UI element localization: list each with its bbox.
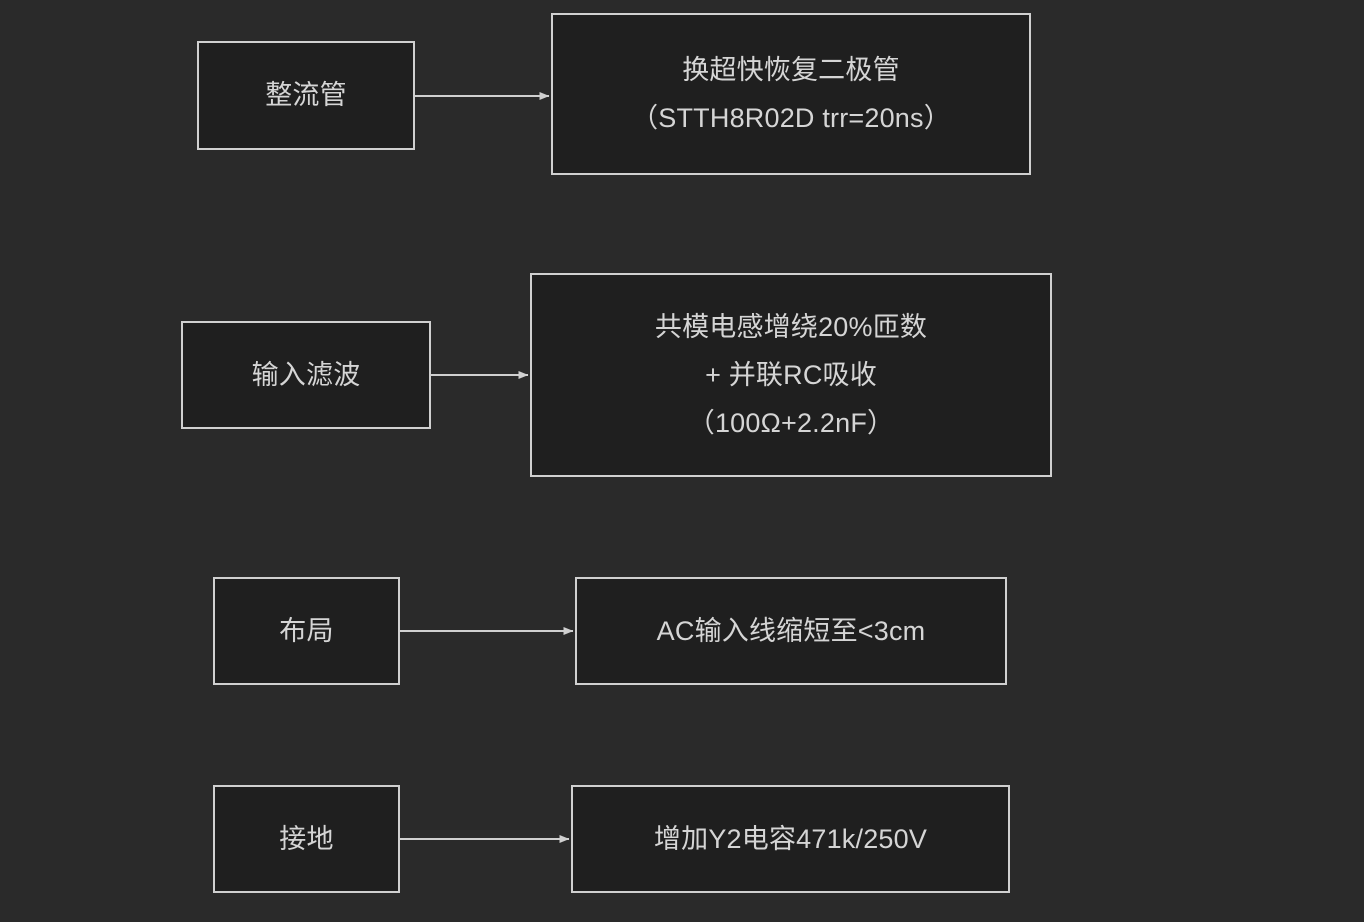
node-target-rectifier-fix[interactable]: 换超快恢复二极管 （STTH8R02D trr=20ns）	[551, 13, 1031, 175]
node-label: 布局	[279, 615, 334, 646]
node-label: 输入滤波	[251, 359, 361, 390]
node-target-layout-fix[interactable]: AC输入线缩短至<3cm	[575, 577, 1007, 685]
node-label: 接地	[279, 823, 334, 854]
node-source-rectifier[interactable]: 整流管	[197, 41, 415, 150]
node-label: AC输入线缩短至<3cm	[656, 615, 926, 646]
node-label: 整流管	[265, 80, 347, 111]
node-label-line: 共模电感增绕20%匝数	[654, 311, 928, 342]
node-target-input-filter-fix[interactable]: 共模电感增绕20%匝数 + 并联RC吸收 （100Ω+2.2nF）	[530, 273, 1052, 477]
node-label-group: 换超快恢复二极管 （STTH8R02D trr=20ns）	[553, 51, 1029, 138]
node-source-layout[interactable]: 布局	[213, 577, 400, 685]
node-target-grounding-fix[interactable]: 增加Y2电容471k/250V	[571, 785, 1010, 893]
node-label-line: （STTH8R02D trr=20ns）	[631, 103, 951, 133]
node-label: 增加Y2电容471k/250V	[653, 823, 928, 854]
node-label-line: （100Ω+2.2nF）	[687, 408, 895, 439]
node-label-line: 换超快恢复二极管	[682, 54, 900, 85]
node-source-input-filter[interactable]: 输入滤波	[181, 321, 431, 429]
node-label-group: 共模电感增绕20%匝数 + 并联RC吸收 （100Ω+2.2nF）	[532, 308, 1050, 443]
node-label-line: + 并联RC吸收	[705, 359, 877, 390]
node-source-grounding[interactable]: 接地	[213, 785, 400, 893]
